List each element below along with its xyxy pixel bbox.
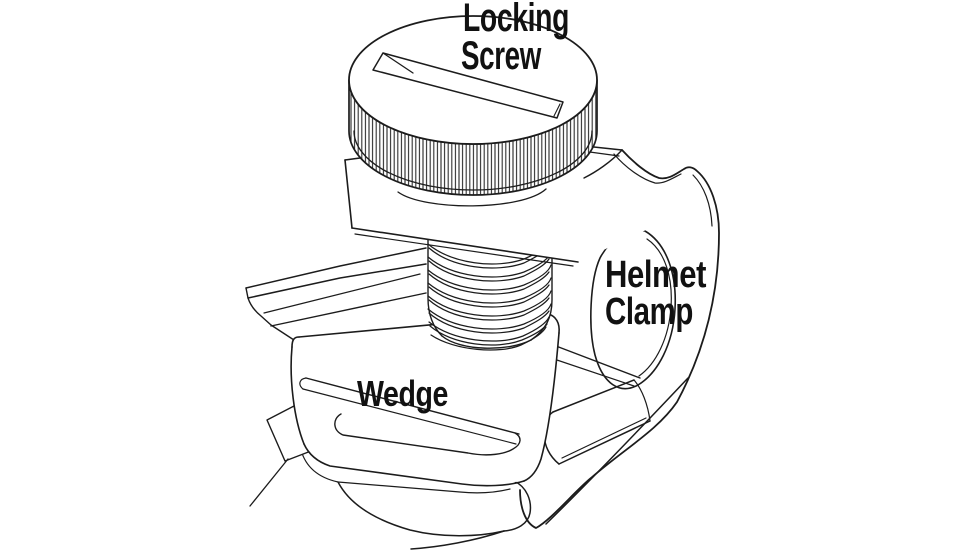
lip-s-curve xyxy=(503,480,532,532)
screw-base-collar xyxy=(397,188,547,207)
rail-top-edge xyxy=(245,247,427,289)
knurl-band-inner-arc xyxy=(353,130,593,191)
bottom-arm-top-edge xyxy=(552,379,635,413)
shaft-fill xyxy=(428,236,552,351)
shoulder-inner-line xyxy=(692,174,713,227)
wedge-block xyxy=(290,313,560,487)
rail-facet-line xyxy=(263,273,421,314)
wedge-groove-top xyxy=(305,377,520,435)
bottom-arm-fill xyxy=(543,379,650,464)
slab-front-bottom-inner xyxy=(354,233,574,267)
bottom-arm-right-cap xyxy=(633,379,651,422)
locking-screw-head xyxy=(348,15,598,207)
rail-underside-edge xyxy=(270,292,427,327)
bottom-arm-inner-line xyxy=(561,417,647,459)
rail-second-edge xyxy=(247,263,427,299)
wedge-left-edge xyxy=(290,346,305,445)
rail-tip-edge xyxy=(245,287,298,343)
slab-left-edge xyxy=(344,159,353,229)
screw-slot xyxy=(372,52,564,119)
flap-tail-line xyxy=(249,458,289,507)
label-helmet-clamp-line1: Helmet xyxy=(605,254,707,296)
slab-front-bottom-edge xyxy=(351,227,579,263)
clamp-opening-rim-inner xyxy=(638,238,672,377)
label-helmet-clamp-line2: Clamp xyxy=(605,291,693,333)
notch-inner-line xyxy=(613,153,682,184)
bottom-arm-bottom-edge xyxy=(558,420,651,465)
mouth-floor-edge-2 xyxy=(550,357,635,387)
screw-slot-end-line xyxy=(553,103,561,117)
wedge-groove-bottom xyxy=(334,413,521,456)
label-locking-screw-line2: Screw xyxy=(461,34,542,78)
wedge-bottom-edge xyxy=(303,443,525,487)
wedge-right-edge xyxy=(523,332,560,482)
bottom-face-edge xyxy=(545,377,689,525)
screw-slot-depth-line xyxy=(382,52,414,74)
wedge-groove-second xyxy=(302,388,517,445)
lip-inner-curve xyxy=(300,449,511,494)
clamp-outline xyxy=(519,149,720,529)
wedge-groove-left-cap xyxy=(299,377,307,390)
lip-left-curve xyxy=(337,481,505,537)
rail-arm xyxy=(245,247,427,507)
lip-bottom-curve xyxy=(410,530,505,550)
label-locking-screw-line1: Locking xyxy=(463,0,569,40)
labels: Locking Screw Helmet Clamp Wedge xyxy=(357,0,707,414)
wedge-fill xyxy=(291,314,560,483)
mouth-floor-edge-1 xyxy=(555,345,641,379)
clamp-opening-rim xyxy=(590,229,677,390)
wedge-topleft-corner xyxy=(291,336,300,348)
rail-arm-fill xyxy=(246,248,426,301)
label-wedge: Wedge xyxy=(357,373,448,414)
slab-inner-slope xyxy=(583,149,623,179)
